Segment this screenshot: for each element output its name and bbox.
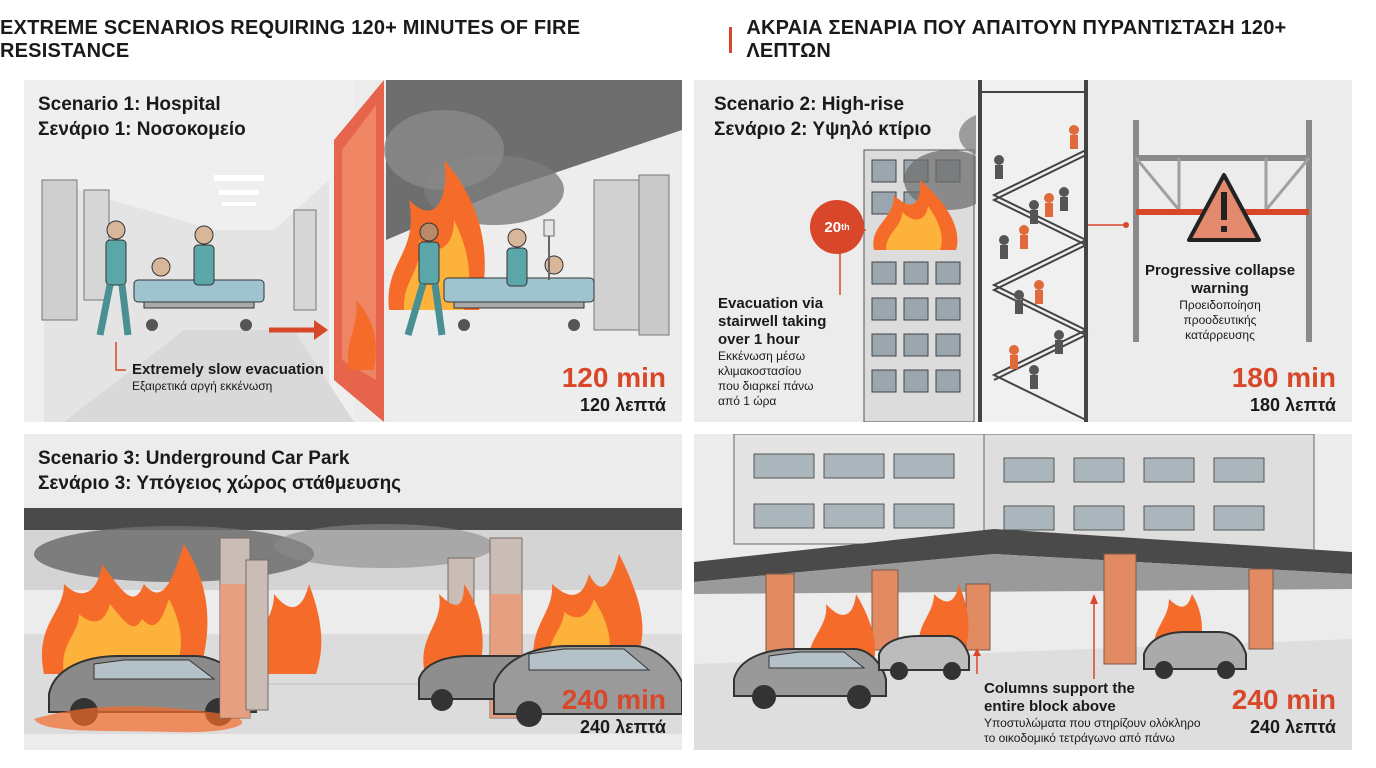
evac-en-line-1: Evacuation via (718, 295, 824, 312)
scenario-1-title-en: Scenario 1: Hospital (38, 94, 221, 115)
floor-badge-number: 20 (824, 218, 842, 236)
scenario-1-duration-el: 120 λεπτά (580, 395, 666, 415)
scenario-2-duration-en: 180 min (1231, 362, 1336, 393)
scenario-4-duration-el: 240 λεπτά (1250, 717, 1336, 737)
scenario-2-duration-el: 180 λεπτά (1250, 395, 1336, 415)
scenario-2-title-en: Scenario 2: High-rise (714, 94, 905, 115)
scenario-1-note: Extremely slow evacuation Εξαιρετικά αργ… (132, 361, 324, 394)
header-separator (729, 27, 733, 53)
page-header: EXTREME SCENARIOS REQUIRING 120+ MINUTES… (0, 0, 1376, 80)
scenario-4-duration-en: 240 min (1231, 684, 1336, 715)
scenario-1-note-el: Εξαιρετικά αργή εκκένωση (132, 379, 273, 393)
hospital-illustration (24, 80, 682, 422)
scenario-1-panel: Scenario 1: Hospital Σενάριο 1: Νοσοκομε… (24, 80, 682, 422)
header-title-el: ΑΚΡΑΙΑ ΣΕΝΑΡΙΑ ΠΟΥ ΑΠΑΙΤΟΥΝ ΠΥΡΑΝΤΙΣΤΑΣΗ… (746, 17, 1287, 62)
evac-en-line-3: over 1 hour (718, 331, 800, 348)
evac-en-line-2: stairwell taking (718, 313, 827, 330)
evac-el-line-3: που διαρκεί πάνω (718, 379, 814, 393)
scenario-3-duration-en: 240 min (561, 684, 666, 715)
floor-badge-suffix: th (841, 222, 850, 232)
columns-en-line-1: Columns support the (984, 680, 1135, 697)
columns-en-line-2: entire block above (984, 698, 1116, 715)
scenario-3-panel: Scenario 3: Underground Car Park Σενάριο… (24, 434, 682, 750)
scenario-3-duration-el: 240 λεπτά (580, 717, 666, 737)
collapse-el-line-1: Προειδοποίηση (1179, 298, 1261, 312)
scenario-1-note-en: Extremely slow evacuation (132, 361, 324, 378)
scenario-1-duration: 120 min 120 λεπτά (562, 362, 666, 416)
scenario-2-evacuation-note: Evacuation via stairwell taking over 1 h… (718, 295, 826, 409)
high-rise-illustration (839, 80, 1312, 422)
scenario-3-duration: 240 min 240 λεπτά (562, 684, 666, 738)
scenario-1-title: Scenario 1: Hospital Σενάριο 1: Νοσοκομε… (38, 92, 246, 142)
scenario-2-panel: Scenario 2: High-rise Σενάριο 2: Υψηλό κ… (694, 80, 1352, 422)
collapse-en-line-2: warning (1191, 280, 1249, 297)
scenario-2-title-el: Σενάριο 2: Υψηλό κτίριο (714, 119, 932, 140)
car-park-illustration (24, 434, 682, 750)
scenario-2-title: Scenario 2: High-rise Σενάριο 2: Υψηλό κ… (714, 92, 931, 142)
scenario-4-panel: Columns support the entire block above Υ… (694, 434, 1352, 750)
scenario-3-title: Scenario 3: Underground Car Park Σενάριο… (38, 446, 401, 496)
collapse-el-line-3: κατάρρευσης (1185, 328, 1255, 342)
scenario-1-duration-en: 120 min (561, 362, 666, 393)
collapse-warning-note: Progressive collapse warning Προειδοποίη… (1140, 262, 1300, 343)
scenario-4-note: Columns support the entire block above Υ… (984, 680, 1201, 746)
scenario-4-duration: 240 min 240 λεπτά (1232, 684, 1336, 738)
columns-el-line-1: Υποστυλώματα που στηρίζουν ολόκληρο (984, 716, 1201, 730)
evac-el-line-2: κλιμακοστασίου (718, 364, 802, 378)
evac-el-line-1: Εκκένωση μέσω (718, 349, 806, 363)
header-title-en: EXTREME SCENARIOS REQUIRING 120+ MINUTES… (0, 17, 581, 62)
podium-columns-illustration (694, 434, 1352, 750)
scenario-2-duration: 180 min 180 λεπτά (1232, 362, 1336, 416)
scenario-1-title-el: Σενάριο 1: Νοσοκομείο (38, 119, 246, 140)
scenario-3-title-el: Σενάριο 3: Υπόγειος χώρος στάθμευσης (38, 473, 402, 494)
scenario-3-title-en: Scenario 3: Underground Car Park (38, 448, 350, 469)
evac-el-line-4: από 1 ώρα (718, 394, 777, 408)
collapse-el-line-2: προοδευτικής (1183, 313, 1257, 327)
collapse-en-line-1: Progressive collapse (1144, 262, 1296, 279)
columns-el-line-2: το οικοδομικό τετράγωνο από πάνω (984, 731, 1175, 745)
